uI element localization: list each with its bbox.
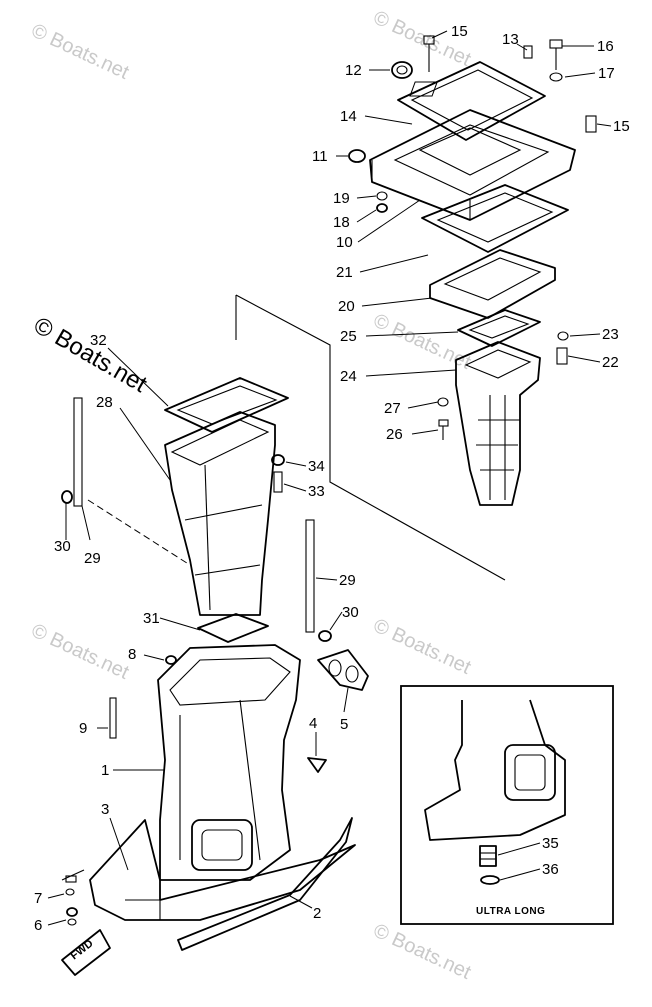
washer-17 xyxy=(549,72,563,82)
callout-label: 16 xyxy=(597,38,614,55)
callout-label: 24 xyxy=(340,368,357,385)
washer-27 xyxy=(437,397,449,407)
callout-label: 35 xyxy=(542,835,559,852)
washer-23 xyxy=(557,331,569,341)
exhaust-guide-10 xyxy=(369,109,576,221)
bolt-7 xyxy=(61,869,85,883)
callout-label: 3 xyxy=(101,801,109,818)
gasket-32 xyxy=(164,377,289,433)
nut-30-right xyxy=(318,630,332,642)
watermark: © Boats.net xyxy=(370,310,475,374)
grommet-plate-5 xyxy=(317,649,369,691)
callout-label: 15 xyxy=(451,23,468,40)
ultra-long-inset: ULTRA LONG xyxy=(400,685,614,925)
bolt-33 xyxy=(273,471,283,493)
callout-label: 10 xyxy=(336,234,353,251)
grommet-12 xyxy=(391,61,413,79)
nut-8 xyxy=(165,655,177,665)
upper-casing-assembly xyxy=(61,294,506,643)
nut-18 xyxy=(376,203,388,213)
callout-label: 30 xyxy=(54,538,71,555)
drive-shaft-housing-1 xyxy=(157,644,301,881)
bolt-22 xyxy=(556,347,568,365)
callout-label: 30 xyxy=(342,604,359,621)
callout-label: 4 xyxy=(309,715,317,732)
plate-20 xyxy=(429,249,556,319)
bolt-9 xyxy=(109,697,117,739)
stud-29-left xyxy=(73,397,83,507)
watermark: © Boats.net xyxy=(28,20,133,84)
watermark: © Boats.net xyxy=(370,615,475,679)
callout-label: 1 xyxy=(101,762,109,779)
lower-casing-assembly: FWD xyxy=(61,644,369,976)
reference-line xyxy=(235,294,506,581)
nut-30-left xyxy=(61,490,73,504)
cover-3 xyxy=(89,819,356,921)
gasket-31 xyxy=(197,613,269,643)
callout-label: 36 xyxy=(542,861,559,878)
exhaust-manifold-24 xyxy=(455,341,541,506)
leader-lines xyxy=(47,30,612,926)
watermark: © Boats.net xyxy=(28,620,133,684)
bolt-26 xyxy=(438,419,449,440)
callout-label: 11 xyxy=(312,148,328,165)
washer-34 xyxy=(271,454,285,466)
washer-6 xyxy=(66,907,78,926)
washer-19 xyxy=(376,191,388,201)
inset-caption: ULTRA LONG xyxy=(476,906,545,917)
fitting-4 xyxy=(307,757,327,773)
anode-35 xyxy=(479,845,497,867)
callout-label: 28 xyxy=(96,394,113,411)
gasket-25 xyxy=(457,309,541,347)
callout-label: 32 xyxy=(90,332,107,349)
callout-label: 6 xyxy=(34,917,42,934)
callout-label: 13 xyxy=(502,31,519,48)
callout-label: 17 xyxy=(598,65,615,82)
callout-label: 22 xyxy=(602,354,619,371)
callout-label: 34 xyxy=(308,458,325,475)
washer-7 xyxy=(65,888,75,896)
upper-mount-assembly xyxy=(348,35,597,506)
callout-label: 9 xyxy=(79,720,87,737)
callout-label: 2 xyxy=(313,905,321,922)
upper-casing-28 xyxy=(164,411,276,616)
callout-label: 19 xyxy=(333,190,350,207)
callout-label: 14 xyxy=(340,108,357,125)
reference-line xyxy=(87,499,191,566)
callout-label: 12 xyxy=(345,62,362,79)
gasket-14 xyxy=(397,61,546,141)
bolt-16 xyxy=(549,39,563,70)
callout-label: 29 xyxy=(84,550,101,567)
rubber-seal-2 xyxy=(177,817,353,951)
callout-label: 5 xyxy=(340,716,348,733)
callout-label: 8 xyxy=(128,646,136,663)
bolt-15-right xyxy=(585,115,597,133)
callout-label: 31 xyxy=(143,610,160,627)
forward-direction-arrow: FWD xyxy=(61,929,111,976)
nut-11 xyxy=(348,149,366,163)
callout-label: 25 xyxy=(340,328,357,345)
callout-label: 15 xyxy=(613,118,630,135)
callout-label: 29 xyxy=(339,572,356,589)
watermark: © Boats.net xyxy=(370,920,475,984)
callout-label: 7 xyxy=(34,890,42,907)
stud-29-right xyxy=(305,519,315,633)
callout-label: 27 xyxy=(384,400,401,417)
callout-label: 26 xyxy=(386,426,403,443)
callout-label: 21 xyxy=(336,264,353,281)
washer-36 xyxy=(480,875,500,885)
callout-label: 33 xyxy=(308,483,325,500)
bolt-15-top xyxy=(423,35,435,72)
fwd-label: FWD xyxy=(68,937,95,962)
callout-label: 20 xyxy=(338,298,355,315)
callout-labels: 15 13 16 12 17 14 15 11 19 18 10 21 20 3… xyxy=(34,23,630,934)
bolt-13 xyxy=(523,45,533,59)
callout-label: 23 xyxy=(602,326,619,343)
gasket-21 xyxy=(421,184,569,253)
callout-label: 18 xyxy=(333,214,350,231)
watermark-large: © Boats.net xyxy=(29,312,152,398)
